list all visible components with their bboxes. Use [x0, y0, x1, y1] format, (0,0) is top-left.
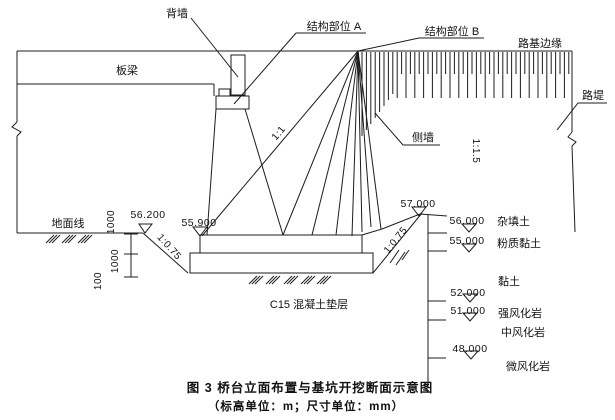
slope-1-1-label: 1:1 — [270, 124, 288, 143]
stratum-silty-clay-label: 粉质黏土 — [497, 236, 541, 250]
stratum-clay-label: 黏土 — [498, 274, 520, 288]
leader-lines — [190, 17, 607, 146]
strata-column — [427, 215, 447, 388]
pit-depth-dimension — [124, 233, 138, 278]
figure-caption: 图 3 桥台立面布置与基坑开挖断面示意图 — [187, 380, 433, 395]
back-wall-shape — [230, 54, 246, 96]
ground-and-pit-lines — [17, 212, 448, 274]
cushion-label: C15 混凝土垫层 — [270, 297, 348, 311]
dim-1000-lower: 1000 — [110, 249, 121, 273]
deck-and-embankment-outline — [11, 50, 577, 233]
elev-56-200: 56.200 — [130, 209, 165, 221]
elev-57-000: 57.000 — [400, 198, 435, 210]
slab-beam-label: 板梁 — [116, 63, 138, 77]
structure-b-label: 结构部位 B — [425, 24, 479, 38]
elev-52-000: 52.000 — [450, 287, 485, 299]
dim-100: 100 — [93, 272, 104, 290]
footing — [199, 234, 363, 254]
cone-slope-fan-lines — [201, 50, 382, 237]
side-wall-label: 侧墙 — [412, 130, 434, 144]
stratum-fill-label: 杂填土 — [497, 214, 530, 228]
elev-56-000: 56.000 — [449, 215, 484, 227]
elev-55-000: 55.000 — [449, 235, 484, 247]
ground-line-label: 地面线 — [52, 216, 85, 230]
slope-1-1-5-label: 1:1.5 — [470, 139, 481, 164]
embankment-label: 路堤 — [582, 89, 604, 102]
elevation-markers — [138, 206, 480, 360]
back-wall-label: 背墙 — [166, 6, 188, 20]
slope-right-label: 1:0.75 — [382, 225, 410, 256]
roadbed-edge-label: 路基边缘 — [518, 37, 562, 50]
stratum-slight-weathered-label: 微风化岩 — [506, 359, 550, 373]
structure-a-label: 结构部位 A — [307, 19, 362, 33]
elev-51-000: 51.000 — [450, 305, 485, 317]
abutment-structure — [189, 54, 374, 274]
elev-55-900: 55.900 — [181, 217, 216, 229]
stratum-strong-weathered-label: 强风化岩 — [498, 306, 542, 320]
elev-48-000: 48.000 — [452, 343, 487, 355]
roadbed-hatch-ticks — [361, 52, 570, 136]
cushion-block — [189, 252, 374, 274]
figure-caption-units: （标高单位：m；尺寸单位：mm） — [208, 399, 404, 413]
abutment-cap — [215, 95, 250, 110]
dim-1000-upper: 1000 — [106, 210, 117, 234]
bearing-pad — [218, 88, 231, 97]
ground-hatch-tufts — [45, 234, 332, 285]
stratum-medium-weathered-label: 中风化岩 — [501, 325, 545, 339]
